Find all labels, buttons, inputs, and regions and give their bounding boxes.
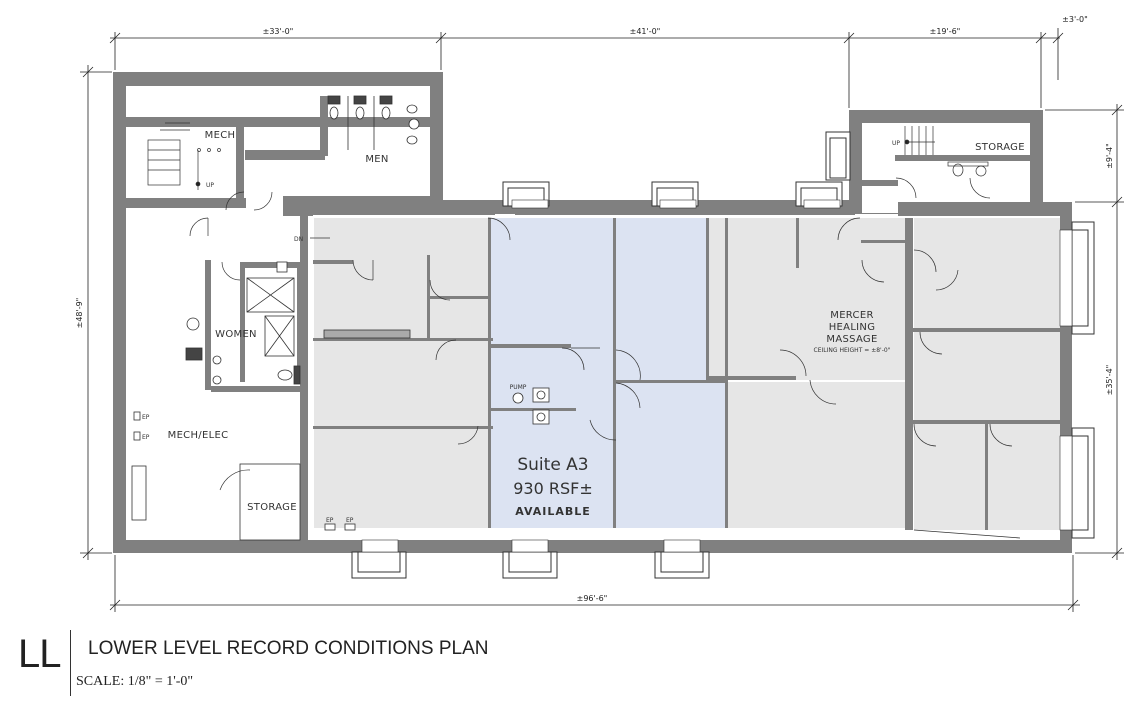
room-label-storage-left: STORAGE: [247, 502, 297, 513]
dim-top-left: ±33'-0": [263, 27, 294, 36]
office-left-top: [314, 218, 490, 338]
label-pump: PUMP: [510, 384, 527, 391]
room-fills: [314, 218, 1060, 530]
suite-a3-area: [491, 218, 725, 528]
marker-ep-4: EP: [346, 517, 354, 524]
office-left-bottom: [314, 428, 490, 528]
dim-top-right: ±19'-6": [930, 27, 961, 36]
dim-left: ±48'-9": [75, 298, 84, 329]
suite-label: Suite A3 930 RSF± AVAILABLE: [513, 455, 593, 518]
room-label-mech: MECH: [205, 130, 236, 141]
marker-up-right: UP: [892, 140, 900, 147]
dim-top-far-right: ±3'-0": [1062, 15, 1088, 24]
suite-name: Suite A3: [517, 455, 588, 475]
room-labels: MECH MEN WOMEN MECH/ELEC STORAGE STORAGE…: [142, 130, 1025, 524]
window-openings: [361, 199, 1073, 553]
plan-title: LOWER LEVEL RECORD CONDITIONS PLAN: [88, 638, 489, 659]
mercer-lower: [728, 382, 908, 528]
dim-right-upper: ±9'-4": [1105, 143, 1114, 169]
room-label-mech-elec: MECH/ELEC: [168, 430, 229, 441]
men-fixtures: [327, 95, 420, 150]
dimension-labels: ±33'-0" ±41'-0" ±19'-6" ±3'-0" ±48'-9" ±…: [75, 15, 1114, 603]
dim-bottom: ±96'-6": [577, 594, 608, 603]
office-right-mid: [914, 332, 1060, 422]
interior-walls: [126, 96, 1060, 540]
marker-ep-1: EP: [142, 414, 150, 421]
room-label-mercer-2: HEALING: [829, 322, 876, 333]
dim-right-lower: ±35'-4": [1105, 365, 1114, 396]
room-label-storage-right: STORAGE: [975, 142, 1025, 153]
stair-right: [904, 126, 989, 177]
suite-area: 930 RSF±: [513, 479, 593, 498]
floor-plan: ±33'-0" ±41'-0" ±19'-6" ±3'-0" ±48'-9" ±…: [75, 15, 1124, 612]
women-fixtures: [185, 261, 301, 385]
dimension-lines: [80, 28, 1124, 612]
stair-left: [147, 122, 221, 190]
plan-scale: SCALE: 1/8" = 1'-0": [76, 674, 194, 689]
interior-storage-block: [862, 123, 1030, 213]
suite-status: AVAILABLE: [515, 505, 591, 518]
level-label: LL: [18, 632, 61, 676]
room-label-men: MEN: [365, 154, 388, 165]
title-block: LL LOWER LEVEL RECORD CONDITIONS PLAN SC…: [18, 628, 618, 698]
misc-equipment: [131, 237, 1021, 541]
room-label-mercer-ceiling: CEILING HEIGHT = ±8'-0": [814, 347, 891, 354]
title-divider: [70, 630, 71, 696]
room-label-mercer-1: MERCER: [830, 310, 873, 321]
door-swings: [189, 177, 1013, 491]
marker-dn: DN: [294, 236, 303, 243]
office-left-mid: [314, 340, 490, 426]
mercer-upper: [708, 218, 908, 380]
marker-ep-3: EP: [326, 517, 334, 524]
room-label-women: WOMEN: [215, 329, 257, 340]
room-label-mercer-3: MASSAGE: [826, 334, 877, 345]
office-right-top: [914, 218, 1060, 330]
dim-top-mid: ±41'-0": [630, 27, 661, 36]
marker-up-left: UP: [206, 182, 214, 189]
marker-ep-2: EP: [142, 434, 150, 441]
